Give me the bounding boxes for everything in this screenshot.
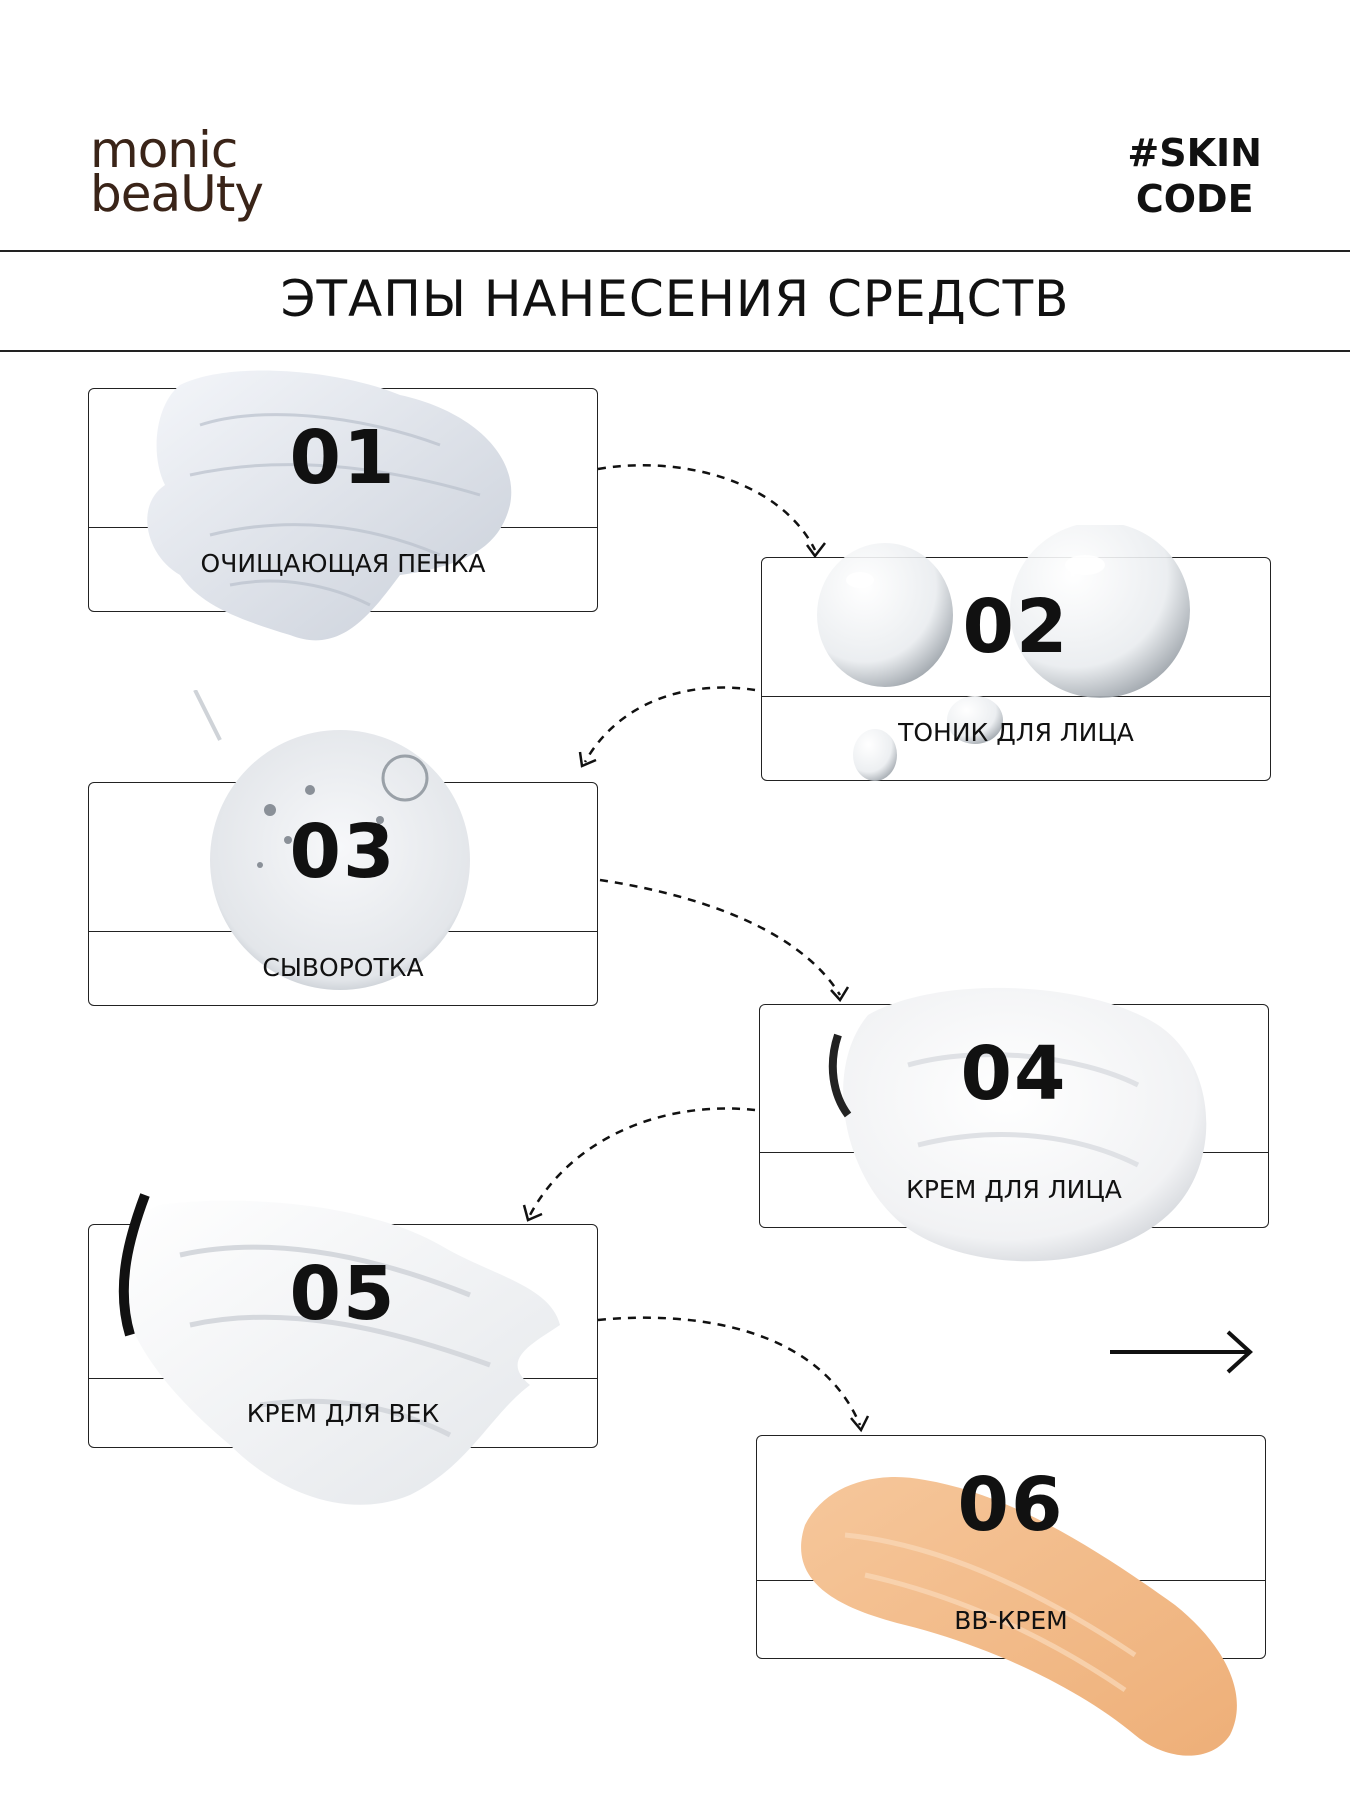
card-divider — [762, 696, 1270, 697]
step-card-03: 03 СЫВОРОТКА — [88, 782, 598, 1006]
arrow-05-06 — [597, 1316, 862, 1426]
arrow-02-03 — [583, 686, 756, 763]
step-label: ОЧИЩАЮЩАЯ ПЕНКА — [200, 549, 486, 578]
step-label: ТОНИК ДЛЯ ЛИЦА — [898, 718, 1134, 747]
bb-cream-swatch — [801, 1477, 1237, 1756]
arrow-03-04 — [599, 878, 842, 996]
step-card-01: 01 ОЧИЩАЮЩАЯ ПЕНКА — [88, 388, 598, 612]
title-divider — [0, 350, 1350, 352]
step-card-05: 05 КРЕМ ДЛЯ ВЕК — [88, 1224, 598, 1448]
step-number: 05 — [289, 1251, 397, 1337]
step-card-06: 06 BB-КРЕМ — [756, 1435, 1266, 1659]
brand-logo-line1: monic — [90, 121, 238, 179]
cleansing-foam-swatch — [147, 370, 512, 641]
water-drops — [817, 525, 1190, 781]
brand-logo: monic beaUty — [90, 121, 264, 223]
step-number: 01 — [289, 415, 397, 501]
step-label: КРЕМ ДЛЯ ЛИЦА — [906, 1175, 1122, 1204]
step-number: 02 — [962, 584, 1070, 670]
step-number: 03 — [289, 809, 397, 895]
eye-cream-swatch — [118, 1193, 560, 1505]
step-number: 04 — [960, 1031, 1068, 1117]
hashtag: #SKIN CODE — [1127, 130, 1262, 222]
step-label: КРЕМ ДЛЯ ВЕК — [246, 1399, 440, 1428]
step-label: BB-КРЕМ — [954, 1606, 1068, 1635]
serum-drop — [193, 690, 470, 990]
hashtag-line1: #SKIN — [1127, 131, 1262, 175]
arrow-04-05 — [528, 1107, 756, 1216]
face-cream-swatch — [828, 987, 1207, 1262]
brand-logo-line2: beaUty — [90, 165, 264, 223]
top-divider — [0, 250, 1350, 252]
arrow-01-02 — [597, 464, 817, 551]
next-arrow-icon — [1110, 1330, 1253, 1374]
page-title: ЭТАПЫ НАНЕСЕНИЯ СРЕДСТВ — [280, 270, 1070, 328]
step-number: 06 — [957, 1462, 1065, 1548]
step-label: СЫВОРОТКА — [262, 953, 424, 982]
step-card-02: 02 ТОНИК ДЛЯ ЛИЦА — [761, 557, 1271, 781]
step-card-04: 04 КРЕМ ДЛЯ ЛИЦА — [759, 1004, 1269, 1228]
hashtag-line2: CODE — [1135, 177, 1254, 221]
